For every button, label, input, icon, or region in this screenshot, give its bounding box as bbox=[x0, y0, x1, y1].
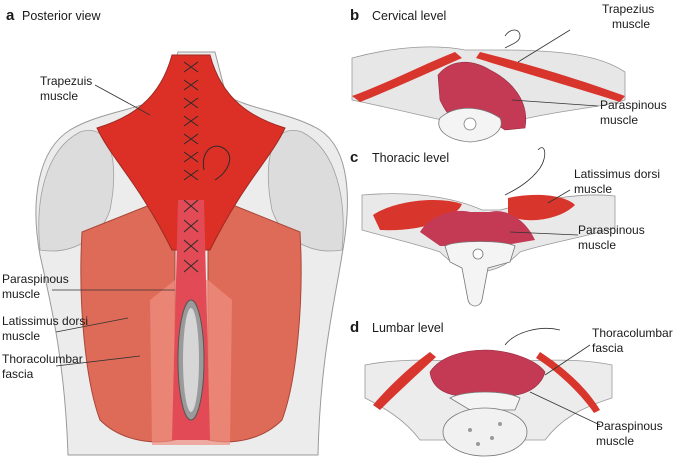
paraspinous-muscle-d bbox=[429, 349, 546, 396]
trapezius-label-a-line2: muscle bbox=[40, 89, 79, 103]
panel-c-letter: c bbox=[350, 149, 359, 166]
suture-lines bbox=[183, 61, 230, 273]
paraspinous-label-d-line1: Paraspinous bbox=[596, 419, 663, 433]
trapezius-muscle-b-right bbox=[476, 52, 625, 102]
panel-c-title: Thoracic level bbox=[372, 151, 450, 165]
paraspinous-label-c-line2: muscle bbox=[578, 238, 617, 252]
thoracolumbar-fascia-d-right bbox=[536, 352, 600, 413]
latissimus-dorsi-muscle-c-right bbox=[508, 194, 575, 221]
paraspinous-muscle-c bbox=[420, 210, 535, 246]
paraspinous-label-a-line2: muscle bbox=[2, 287, 41, 301]
panel-d-title: Lumbar level bbox=[372, 321, 444, 335]
paraspinous-label-a-line1: Paraspinous bbox=[2, 272, 69, 286]
posterior-view-drawing bbox=[35, 51, 348, 456]
trapezius-muscle bbox=[96, 54, 286, 251]
latissimus-label-a-line1: Latissimus dorsi bbox=[2, 314, 89, 328]
paraspinous-label-b-line1: Paraspinous bbox=[600, 98, 667, 112]
panel-b-title: Cervical level bbox=[372, 9, 447, 23]
cervical-section-drawing bbox=[351, 29, 626, 143]
lumbar-section-drawing bbox=[364, 328, 613, 457]
latissimus-label-a-line2: muscle bbox=[2, 329, 41, 343]
paraspinous-label-c-line1: Paraspinous bbox=[578, 223, 645, 237]
panel-d-letter: d bbox=[350, 319, 360, 336]
thoracolumbar-fascia-d bbox=[373, 352, 436, 410]
lumbar-vertebra bbox=[442, 391, 528, 457]
trapezius-label-b-line2: muscle bbox=[612, 17, 651, 31]
paraspinous-label-b-line2: muscle bbox=[600, 113, 639, 127]
latissimus-dorsi-muscle-c bbox=[373, 199, 462, 231]
trapezius-label-b-line1: Trapezius bbox=[602, 2, 655, 16]
thoracolumbar-label-a-line2: fascia bbox=[2, 367, 34, 381]
latissimus-label-c-line2: muscle bbox=[574, 182, 613, 196]
paraspinous-label-d-line2: muscle bbox=[596, 434, 635, 448]
trapezius-muscle-b bbox=[352, 52, 462, 102]
trapezius-label-a-line1: Trapezuis bbox=[40, 74, 93, 88]
thoracolumbar-label-d-line1: Thoracolumbar bbox=[592, 326, 673, 340]
thoracolumbar-label-a-line1: Thoracolumbar bbox=[2, 352, 83, 366]
thoracolumbar-label-d-line2: fascia bbox=[592, 341, 624, 355]
panel-a-leaders bbox=[52, 84, 175, 367]
panel-a-letter: a bbox=[6, 7, 15, 24]
panel-b-letter: b bbox=[350, 7, 360, 24]
panel-a-title: Posterior view bbox=[22, 9, 101, 23]
thoracic-vertebra bbox=[444, 241, 516, 307]
thoracic-section-drawing bbox=[361, 147, 616, 307]
cervical-vertebra bbox=[438, 107, 502, 143]
latissimus-label-c-line1: Latissimus dorsi bbox=[574, 167, 661, 181]
